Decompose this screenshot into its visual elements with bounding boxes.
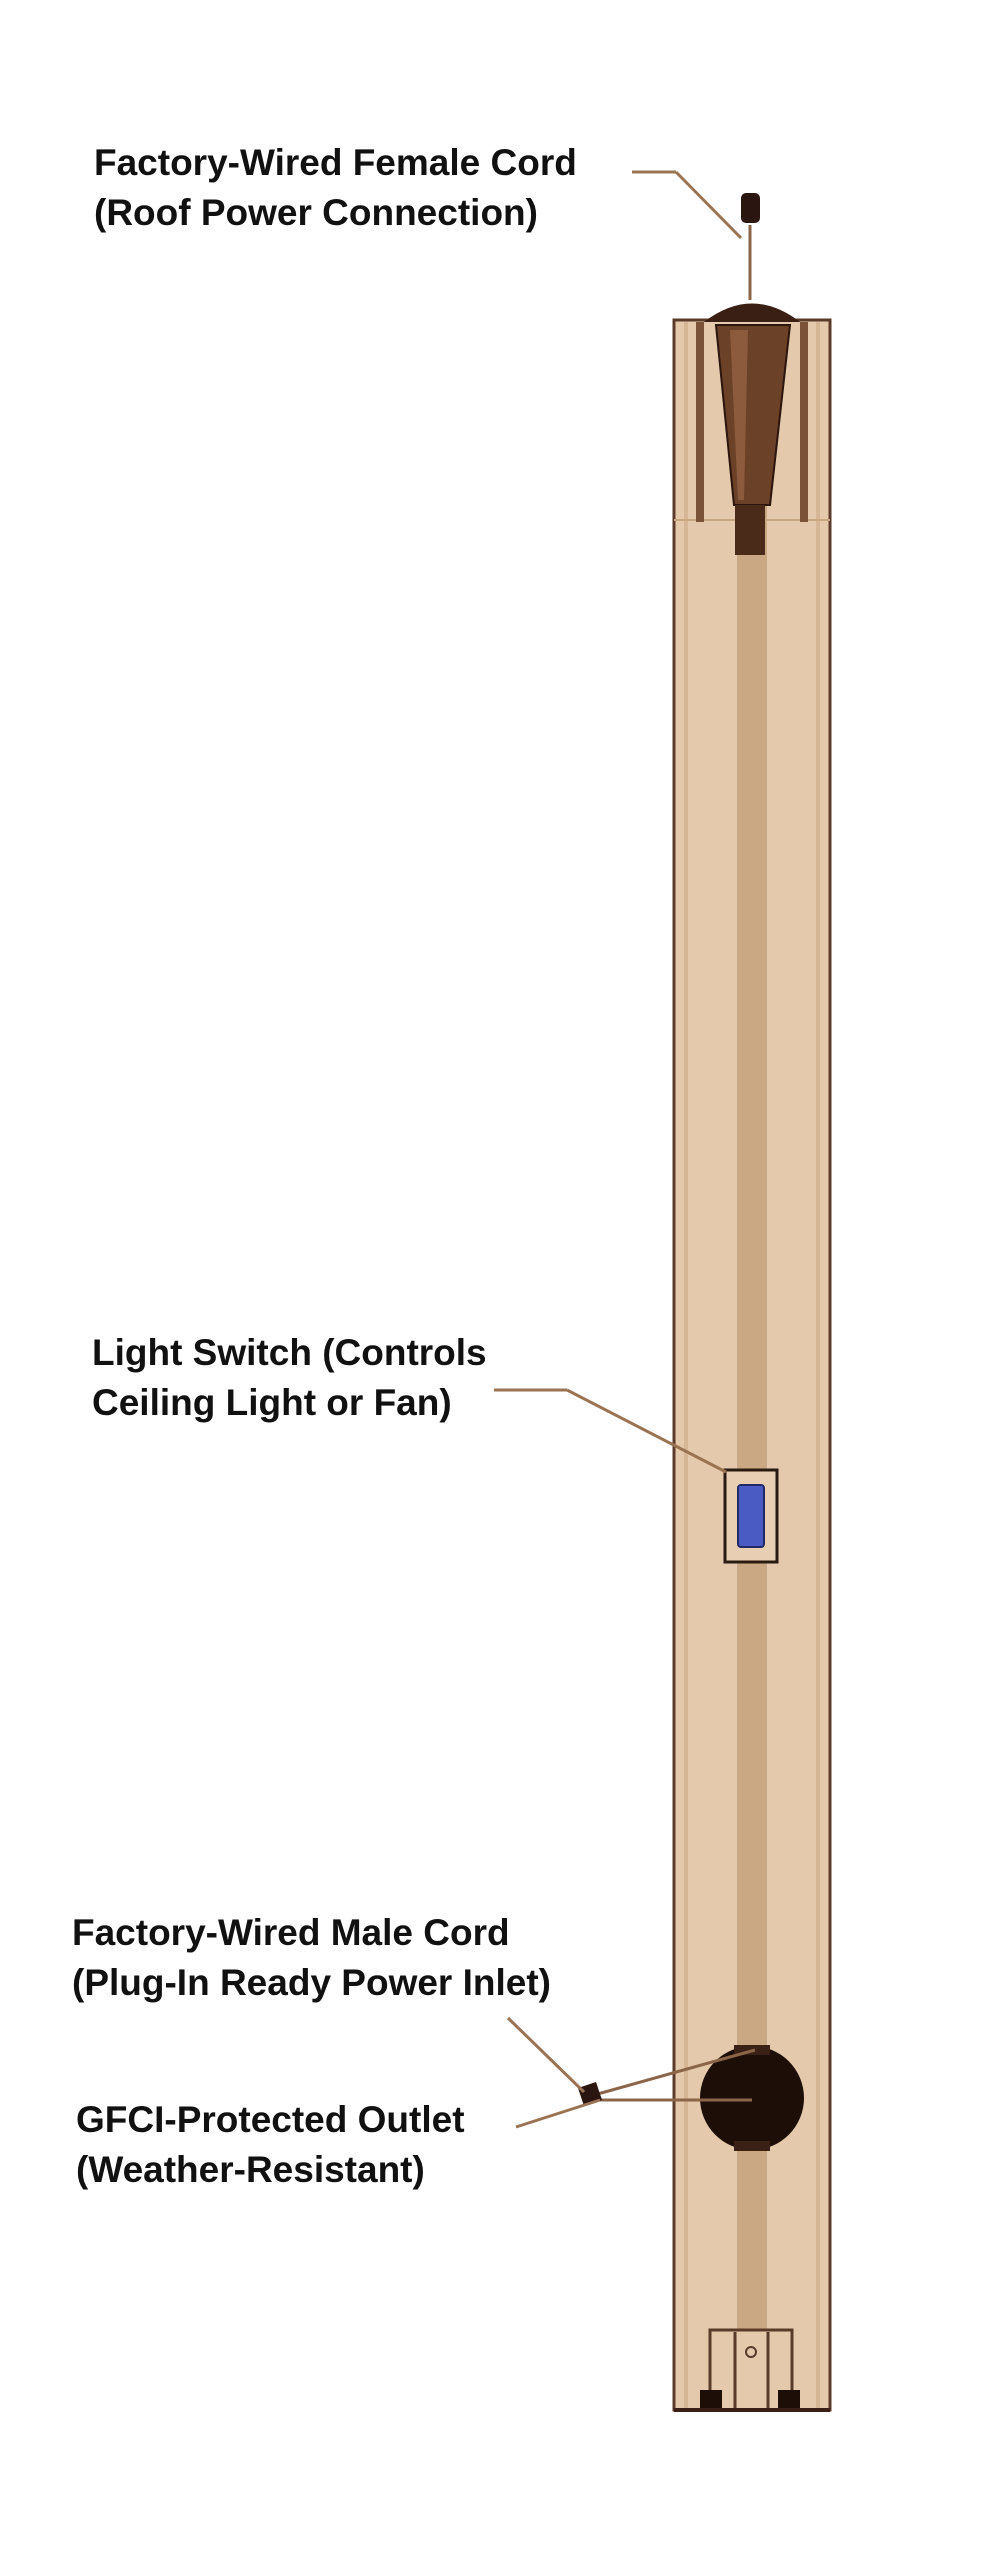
base-foot-left xyxy=(700,2390,722,2408)
male-cord-subtitle: (Plug-In Ready Power Inlet) xyxy=(72,1962,551,2003)
male-cord-leader xyxy=(506,2016,586,2094)
light-switch-leader-angle xyxy=(566,1388,727,1474)
outlet-bottom-tab xyxy=(734,2141,770,2151)
rocker-switch-icon xyxy=(737,1484,765,1548)
gfci-outlet-callout: GFCI-Protected Outlet (Weather-Resistant… xyxy=(76,2095,465,2195)
female-cord-leader-angle xyxy=(674,170,743,240)
conduit-neck xyxy=(735,505,765,555)
round-outlet-icon xyxy=(700,2046,804,2150)
base-bracket xyxy=(674,2328,830,2412)
light-switch-callout: Light Switch (Controls Ceiling Light or … xyxy=(92,1328,487,1428)
roof-cap-icon xyxy=(704,303,800,322)
outlet-assembly xyxy=(506,2016,804,2151)
gfci-outlet-title: GFCI-Protected Outlet xyxy=(76,2099,465,2140)
gfci-outlet-subtitle: (Weather-Resistant) xyxy=(76,2149,425,2190)
light-switch xyxy=(494,1388,779,1564)
male-cord-wire xyxy=(593,2048,756,2097)
cap-outer-left xyxy=(696,322,704,522)
female-cord-title: Factory-Wired Female Cord xyxy=(94,142,577,183)
gfci-outlet-leader xyxy=(515,2098,601,2129)
base-foot-right xyxy=(778,2390,800,2408)
post-inner-edge-left xyxy=(684,322,688,2408)
light-switch-subtitle: Ceiling Light or Fan) xyxy=(92,1382,452,1423)
male-cord-callout: Factory-Wired Male Cord (Plug-In Ready P… xyxy=(72,1908,551,2008)
female-cord-callout: Factory-Wired Female Cord (Roof Power Co… xyxy=(94,138,577,238)
top-junction xyxy=(696,303,808,555)
funnel-highlight xyxy=(730,330,748,500)
light-switch-title: Light Switch (Controls xyxy=(92,1332,487,1373)
cord-plug-icon xyxy=(741,193,760,223)
female-cord xyxy=(632,170,760,300)
female-cord-subtitle: (Roof Power Connection) xyxy=(94,192,538,233)
post-inner-edge-right xyxy=(816,322,820,2408)
cap-outer-right xyxy=(800,322,808,522)
male-cord-title: Factory-Wired Male Cord xyxy=(72,1912,510,1953)
base-bolt-icon xyxy=(745,2346,757,2358)
